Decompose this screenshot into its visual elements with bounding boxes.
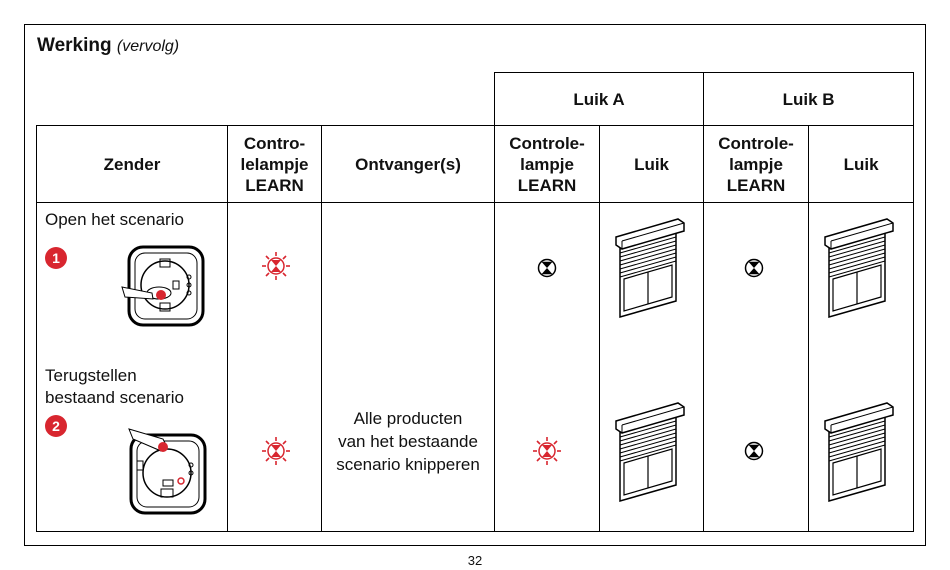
step-1-text: Open het scenario: [45, 210, 184, 229]
steady-led-icon: [537, 258, 557, 278]
receivers-cell: Alle producten van het bestaande scenari…: [320, 202, 496, 532]
header-luik-b: Luik B: [703, 72, 915, 126]
header-controlelampje: Contro- lelampje LEARN: [227, 125, 322, 203]
header-zender: Zender: [36, 125, 228, 203]
shutter-window-icon: [824, 402, 894, 502]
step-2-badge: 2: [45, 415, 67, 437]
header-controlelampje-a: Controle- lampje LEARN: [494, 125, 601, 203]
remote-control-icon: [128, 428, 207, 515]
page-title: Werking (vervolg): [37, 35, 179, 57]
shutter-window-icon: [824, 218, 894, 318]
header-controlelampje-b: Controle- lampje LEARN: [703, 125, 810, 203]
page-frame: [24, 24, 926, 546]
shutter-window-icon: [615, 402, 685, 502]
steady-led-icon: [744, 441, 764, 461]
blinking-led-icon: [262, 437, 290, 465]
step-2-text: Terugstellen bestaand scenario: [45, 366, 184, 407]
learn-led-cell: [227, 202, 322, 532]
step-1-badge: 1: [45, 247, 67, 269]
remote-control-icon: [121, 245, 205, 327]
receiver-text: Alle producten van het bestaande scenari…: [336, 409, 480, 474]
luik-b-shutter-cell: [808, 202, 915, 532]
steady-led-icon: [744, 258, 764, 278]
title-sub: (vervolg): [116, 38, 180, 55]
header-luik-col-a: Luik: [599, 125, 705, 203]
header-luik-col-b: Luik: [808, 125, 915, 203]
luik-b-led-cell: [703, 202, 810, 532]
luik-a-led-cell: [494, 202, 601, 532]
header-empty: [36, 72, 496, 126]
header-ontvangers: Ontvanger(s): [320, 125, 496, 203]
page-number: 32: [467, 553, 483, 568]
blinking-led-icon: [262, 252, 290, 280]
shutter-window-icon: [615, 218, 685, 318]
operation-table: Luik A Luik B Zender Contro- lelampje LE…: [36, 72, 915, 532]
blinking-led-icon: [533, 437, 562, 465]
zender-cell: Open het scenario 1 Teru: [36, 202, 228, 532]
title-main: Werking: [37, 35, 112, 56]
luik-a-shutter-cell: [599, 202, 705, 532]
header-luik-a: Luik A: [494, 72, 705, 126]
